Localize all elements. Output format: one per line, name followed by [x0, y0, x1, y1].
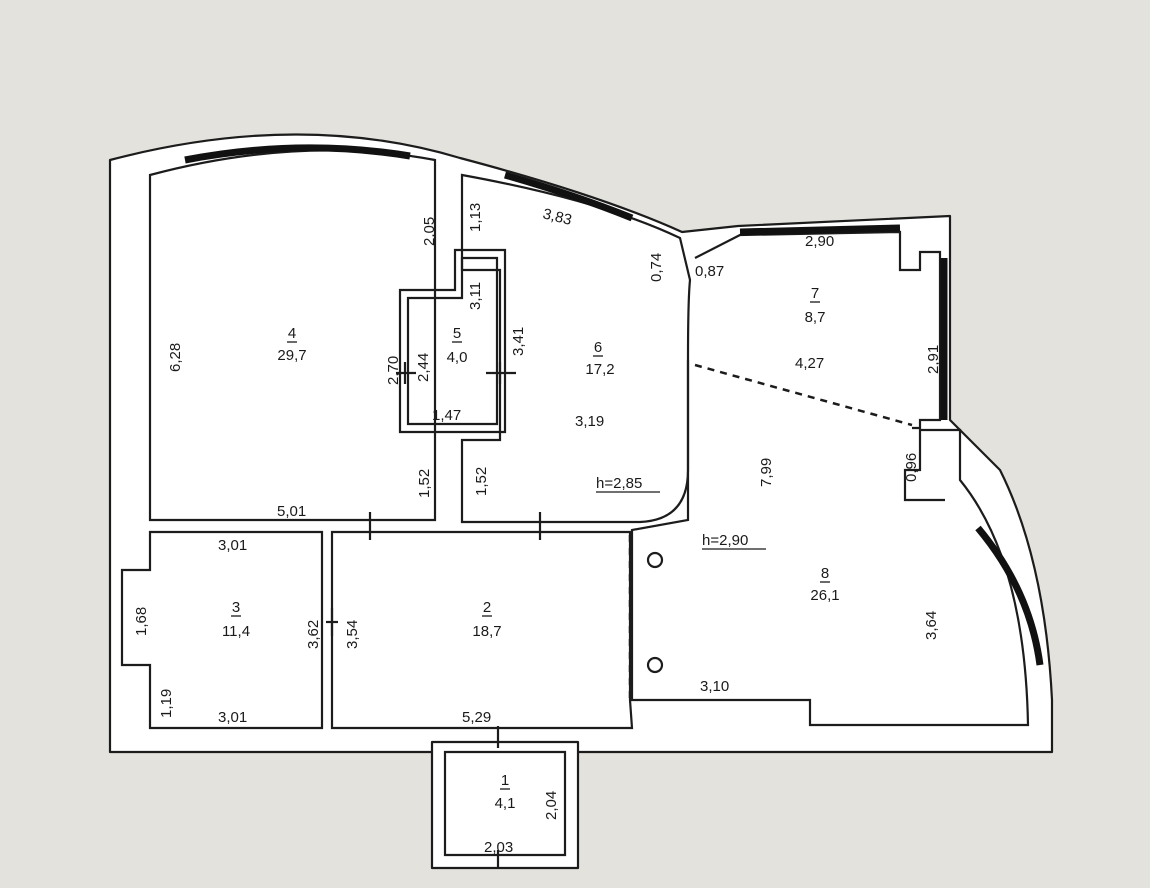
room-7-number: 7: [811, 285, 819, 302]
dim-r3-right: 3,62: [305, 620, 322, 649]
height-label-room-8: h=2,90: [702, 532, 748, 549]
dim-r2-left: 3,54: [344, 620, 361, 649]
dim-r6-arc: 3,83: [541, 205, 573, 229]
window-room-4: [184, 144, 411, 164]
dim-r5-bottom: 1,47: [432, 407, 461, 424]
dim-r8-notch: 0,96: [903, 453, 920, 482]
dim-r3-left: 1,68: [133, 607, 150, 636]
room-area: 29,7: [277, 347, 306, 364]
dim-r5-right: 3,41: [510, 327, 527, 356]
dim-r5-top: 3,11: [467, 282, 484, 310]
room-1-number: 1: [501, 772, 509, 789]
dim-r1-bottom: 2,03: [484, 839, 513, 856]
dim-r5-left: 2,44: [415, 353, 432, 382]
room-2-area: 18,7: [472, 623, 501, 640]
interior-walls: [120, 149, 1030, 870]
room-1-area: 4,1: [495, 795, 516, 812]
room-5-area: 4,0: [447, 349, 468, 366]
dim-r3-left-low: 1,19: [158, 689, 175, 718]
dim-r7-left: 0,87: [695, 263, 724, 280]
dim-r6-top-left: 1,13: [467, 203, 484, 232]
dim-r4-bottom: 5,01: [277, 503, 306, 520]
room-8-area: 26,1: [810, 587, 839, 604]
room-4-number: 4: [288, 325, 296, 342]
dim-r4-top: 2,05: [421, 217, 438, 246]
dim-r6-mid: 3,19: [575, 413, 604, 430]
room-8-number: 8: [821, 565, 829, 582]
dim-r4-left: 6,28: [167, 343, 184, 372]
column-lower: [646, 656, 664, 674]
column-upper: [646, 551, 664, 569]
room-label-4: 29,7: [277, 347, 306, 364]
room-3-number: 3: [232, 599, 240, 616]
window-room-8: [975, 525, 1044, 666]
dim-r6-lower: 1,52: [473, 467, 490, 496]
dim-r6-right: 0,74: [648, 253, 665, 282]
door-marks: [326, 362, 542, 868]
room-6-number: 6: [594, 339, 602, 356]
window-room-6: [504, 171, 634, 222]
dimension-labels-vertical: 2,05 6,28 2,70 1,52 3,11 2,44 3,41 1,13 …: [133, 203, 942, 820]
dim-r3-top: 3,01: [218, 537, 247, 554]
dimension-labels-horizontal: 5,01 1,47 3,19 0,87 2,90 4,27 3,10 3,01 …: [218, 233, 834, 856]
room-6-area: 17,2: [585, 361, 614, 378]
height-label-room-6: h=2,85: [596, 475, 642, 492]
room-3-area: 11,4: [222, 623, 250, 640]
zone-line-7-8: [694, 363, 913, 427]
dim-r4-lower: 1,52: [416, 469, 433, 498]
dim-r2-bottom: 5,29: [462, 709, 491, 726]
room-7-area: 8,7: [805, 309, 826, 326]
dim-r3-bottom: 3,01: [218, 709, 247, 726]
room-5-number: 5: [453, 325, 461, 342]
dim-r8-left: 7,99: [758, 458, 775, 487]
outer-wall: [108, 133, 1054, 754]
dim-r1-right: 2,04: [543, 791, 560, 820]
dim-r8-right: 3,64: [923, 611, 940, 640]
room-2-number: 2: [483, 599, 491, 616]
dim-r7-mid: 4,27: [795, 355, 824, 372]
dim-r8-bottom: 3,10: [700, 678, 729, 695]
dim-r7-right: 2,91: [925, 345, 942, 374]
room-labels: 4 5 4,0 6 17,2 7 8,7 8 26,1 3 11,4 2 18,…: [222, 285, 840, 812]
dim-r7-top: 2,90: [805, 233, 834, 250]
window-room-7-top: [739, 224, 901, 236]
dim-r4-side: 2,70: [385, 356, 402, 385]
